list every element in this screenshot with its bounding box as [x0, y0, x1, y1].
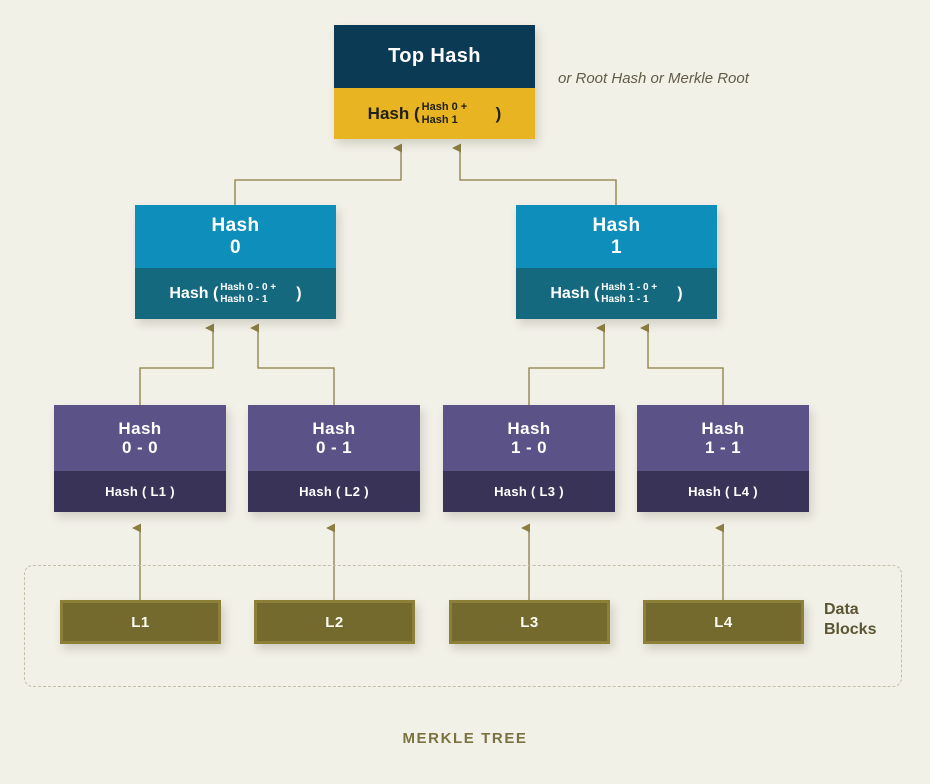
- wire-hash0-to-hash00: [139, 323, 214, 405]
- hash-0-formula-lead: Hash (: [169, 284, 219, 302]
- node-hash-0[interactable]: Hash 0 Hash ( Hash 0 - 0 + Hash 0 - 1 ): [135, 205, 336, 319]
- node-hash-0-0[interactable]: Hash 0 - 0 Hash ( L1 ): [54, 405, 226, 512]
- data-block-l3[interactable]: L3: [449, 600, 610, 644]
- node-hash-1[interactable]: Hash 1 Hash ( Hash 1 - 0 + Hash 1 - 1 ): [516, 205, 717, 319]
- hash-1-formula-close: ): [677, 284, 683, 302]
- node-top-hash[interactable]: Top Hash Hash ( Hash 0 + Hash 1 ): [334, 25, 535, 139]
- hash-0-formula-close: ): [296, 284, 302, 302]
- hash-1-title: Hash 1: [516, 205, 717, 268]
- data-block-l2[interactable]: L2: [254, 600, 415, 644]
- wire-hash0-to-hash01: [250, 323, 335, 405]
- hash-1-formula-lead: Hash (: [550, 284, 600, 302]
- node-hash-1-0[interactable]: Hash 1 - 0 Hash ( L3 ): [443, 405, 615, 512]
- hash-1-formula: Hash ( Hash 1 - 0 + Hash 1 - 1 ): [516, 268, 717, 319]
- data-blocks-label: Data Blocks: [824, 601, 877, 638]
- hash-1-0-title: Hash 1 - 0: [443, 405, 615, 471]
- data-block-l1[interactable]: L1: [60, 600, 221, 644]
- top-hash-formula-operands: Hash 0 + Hash 1: [421, 100, 468, 126]
- wire-hash1-to-hash10: [528, 323, 605, 405]
- diagram-caption: MERKLE TREE: [402, 730, 528, 747]
- node-hash-1-1[interactable]: Hash 1 - 1 Hash ( L4 ): [637, 405, 809, 512]
- hash-1-0-formula: Hash ( L3 ): [443, 471, 615, 512]
- wire-root-to-hash1: [452, 143, 617, 205]
- hash-0-1-formula: Hash ( L2 ): [248, 471, 420, 512]
- hash-1-1-formula: Hash ( L4 ): [637, 471, 809, 512]
- data-block-l4[interactable]: L4: [643, 600, 804, 644]
- hash-0-0-formula: Hash ( L1 ): [54, 471, 226, 512]
- hash-0-title: Hash 0: [135, 205, 336, 268]
- wire-hash1-to-hash11: [640, 323, 724, 405]
- hash-0-0-title: Hash 0 - 0: [54, 405, 226, 471]
- hash-0-formula: Hash ( Hash 0 - 0 + Hash 0 - 1 ): [135, 268, 336, 319]
- hash-1-1-title: Hash 1 - 1: [637, 405, 809, 471]
- top-hash-formula-close: ): [495, 103, 502, 123]
- top-hash-formula: Hash ( Hash 0 + Hash 1 ): [334, 88, 535, 139]
- top-hash-formula-lead: Hash (: [367, 103, 420, 123]
- hash-1-formula-operands: Hash 1 - 0 + Hash 1 - 1: [601, 281, 658, 305]
- wire-root-to-hash0: [234, 143, 402, 205]
- data-blocks-region: [24, 565, 902, 687]
- node-hash-0-1[interactable]: Hash 0 - 1 Hash ( L2 ): [248, 405, 420, 512]
- hash-0-formula-operands: Hash 0 - 0 + Hash 0 - 1: [220, 281, 277, 305]
- top-hash-title: Top Hash: [334, 25, 535, 88]
- root-hash-annotation: or Root Hash or Merkle Root: [558, 70, 749, 87]
- hash-0-1-title: Hash 0 - 1: [248, 405, 420, 471]
